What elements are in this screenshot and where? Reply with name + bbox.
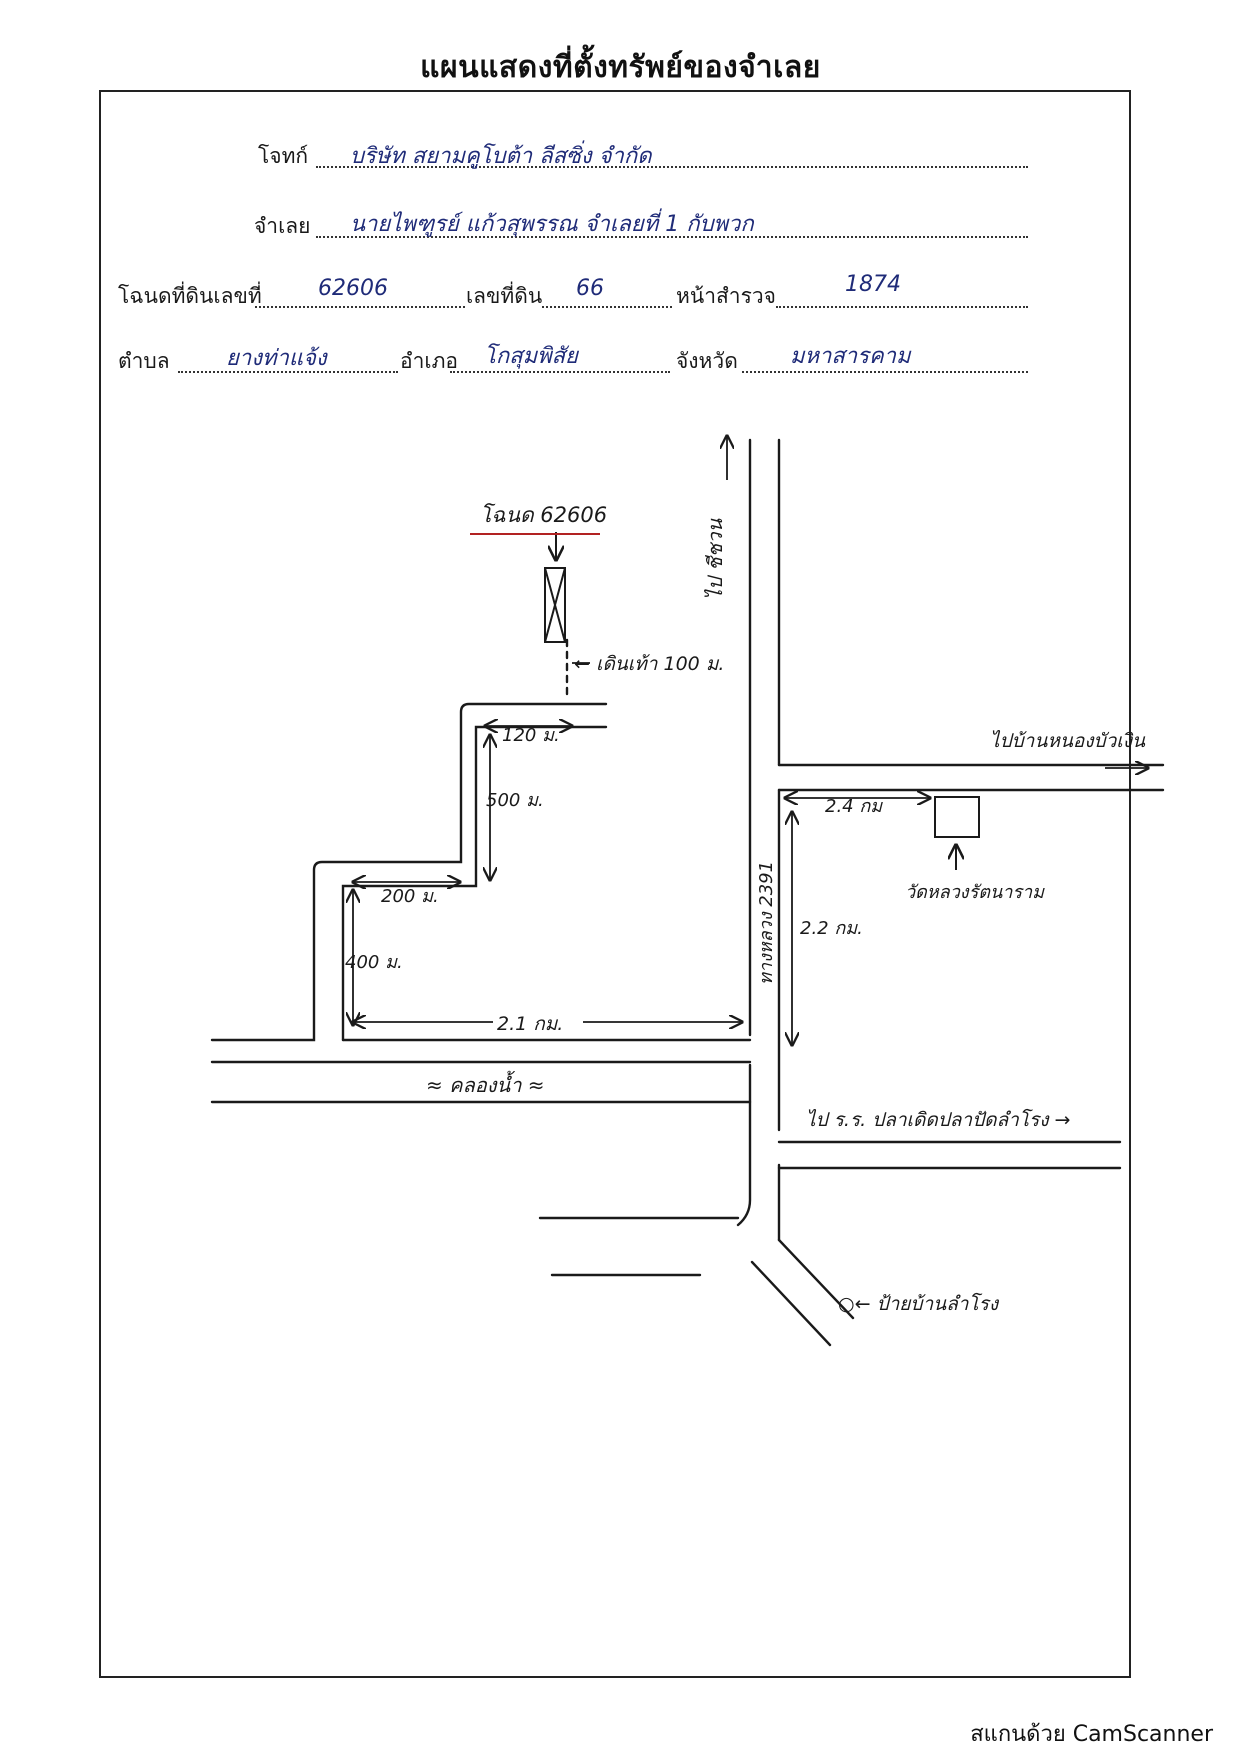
land-no-value: 66 — [576, 276, 604, 301]
subdistrict-label: ตำบล — [118, 349, 170, 373]
deed-dotted-line — [255, 306, 465, 308]
scanner-watermark: สแกนด้วย CamScanner — [970, 1722, 1213, 1747]
defendant-label: จำเลย — [254, 214, 311, 238]
deed-value: 62606 — [318, 276, 388, 301]
plaintiff-dotted-line — [316, 166, 1028, 168]
land-no-dotted-line — [542, 306, 672, 308]
plaintiff-label: โจทก์ — [258, 144, 309, 168]
district-dotted-line — [450, 371, 670, 373]
plaintiff-value: บริษัท สยามคูโบต้า ลีสซิ่ง จำกัด — [350, 144, 652, 169]
survey-label: หน้าสำรวจ — [676, 284, 776, 308]
map-frame — [99, 90, 1131, 1678]
deed-label: โฉนดที่ดินเลขที่ — [118, 284, 262, 308]
district-value: โกสุมพิสัย — [484, 344, 578, 369]
survey-value: 1874 — [845, 272, 901, 297]
land-no-label: เลขที่ดิน — [466, 284, 543, 308]
subdistrict-dotted-line — [178, 371, 398, 373]
district-label: อำเภอ — [400, 349, 459, 373]
survey-dotted-line — [776, 306, 1028, 308]
document-title: แผนแสดงที่ตั้งทรัพย์ของจำเลย — [420, 50, 821, 85]
defendant-dotted-line — [316, 236, 1028, 238]
province-value: มหาสารคาม — [790, 344, 911, 369]
province-dotted-line — [742, 371, 1028, 373]
defendant-value: นายไพฑูรย์ แก้วสุพรรณ จำเลยที่ 1 กับพวก — [350, 212, 754, 237]
province-label: จังหวัด — [676, 349, 738, 373]
subdistrict-value: ยางท่าแจ้ง — [226, 346, 327, 371]
